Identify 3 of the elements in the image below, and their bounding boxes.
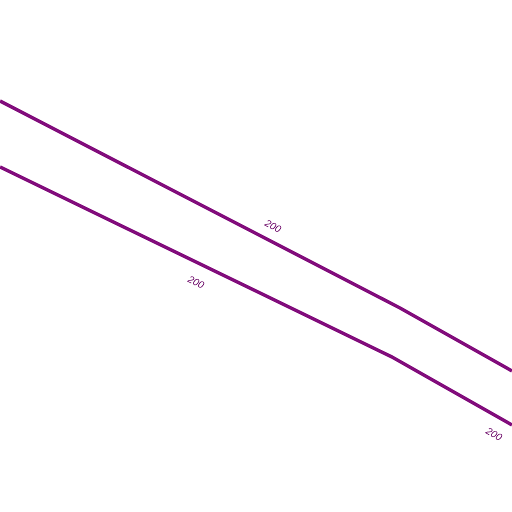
line-label: 200 [264, 220, 282, 232]
line-label: 200 [186, 276, 204, 288]
line-label: 200 [485, 428, 502, 440]
